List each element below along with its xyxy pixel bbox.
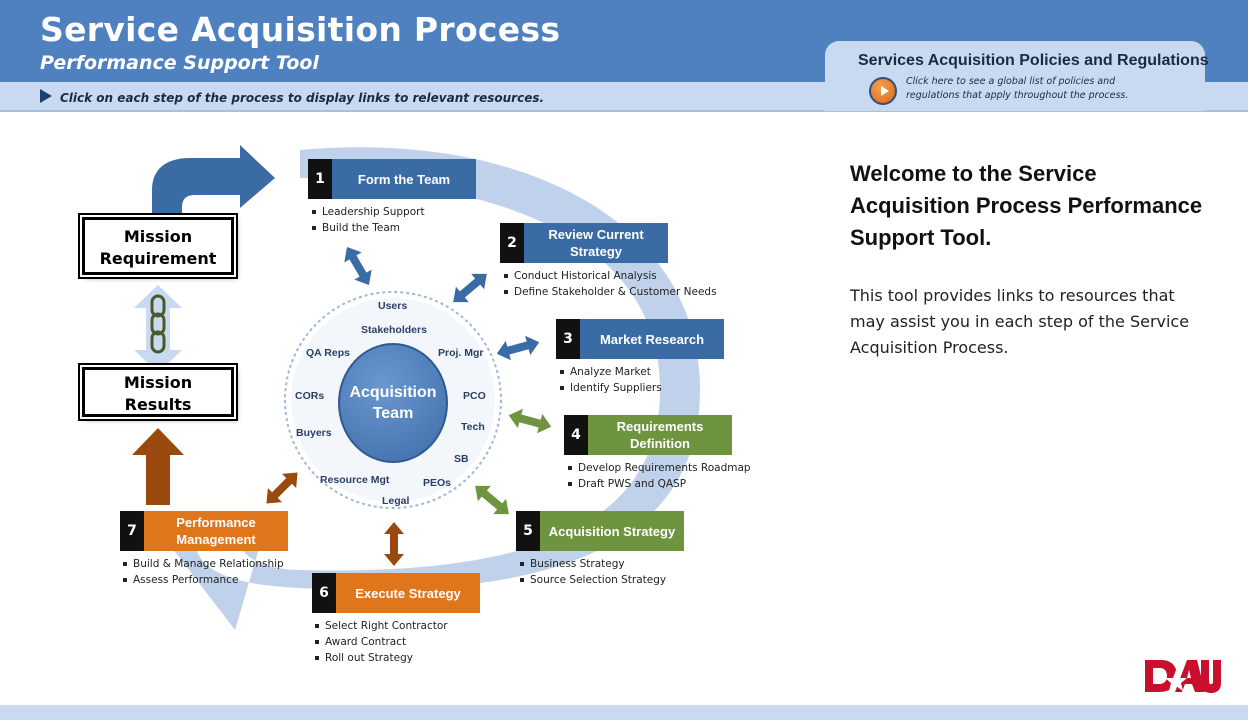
bullet-item: Define Stakeholder & Customer Needs bbox=[502, 284, 717, 300]
play-arrow-icon bbox=[40, 89, 52, 103]
step-label: Performance Management bbox=[144, 511, 288, 551]
dau-logo bbox=[1145, 660, 1221, 693]
team-member-label: PEOs bbox=[423, 477, 452, 489]
mission-requirement-line1: Mission bbox=[123, 227, 193, 246]
bullet-item: Identify Suppliers bbox=[558, 380, 662, 396]
bullet-item: Business Strategy bbox=[518, 556, 666, 572]
step-number: 2 bbox=[500, 223, 524, 263]
step-3-market-research[interactable]: 3 Market Research bbox=[556, 319, 724, 359]
team-member-label: Legal bbox=[382, 495, 410, 507]
step-2-bullets: Conduct Historical Analysis Define Stake… bbox=[502, 268, 717, 300]
step-1-bullets: Leadership Support Build the Team bbox=[310, 204, 425, 236]
step-number: 1 bbox=[308, 159, 332, 199]
bullet-item: Analyze Market bbox=[558, 364, 662, 380]
policies-title[interactable]: Services Acquisition Policies and Regula… bbox=[858, 52, 1209, 69]
footer-bar bbox=[0, 705, 1248, 720]
page-title: Service Acquisition Process bbox=[40, 10, 561, 49]
step-number: 7 bbox=[120, 511, 144, 551]
step-2-review-current-strategy[interactable]: 2 Review Current Strategy bbox=[500, 223, 668, 263]
core-line1: Acquisition bbox=[349, 384, 437, 401]
team-member-label: Users bbox=[378, 300, 408, 312]
bullet-item: Select Right Contractor bbox=[313, 618, 448, 634]
bullet-item: Leadership Support bbox=[310, 204, 425, 220]
bullet-item: Assess Performance bbox=[121, 572, 284, 588]
step-7-performance-management[interactable]: 7 Performance Management bbox=[120, 511, 288, 551]
bullet-item: Draft PWS and QASP bbox=[566, 476, 751, 492]
bullet-item: Develop Requirements Roadmap bbox=[566, 460, 751, 476]
team-member-label: SB bbox=[454, 453, 469, 465]
step-6-bullets: Select Right Contractor Award Contract R… bbox=[313, 618, 448, 666]
team-member-label: PCO bbox=[463, 390, 486, 402]
mission-results-line2: Results bbox=[124, 395, 192, 414]
step-4-bullets: Develop Requirements Roadmap Draft PWS a… bbox=[566, 460, 751, 492]
step-number: 6 bbox=[312, 573, 336, 613]
acquisition-team-core: Acquisition Team bbox=[338, 343, 448, 463]
bullet-item: Award Contract bbox=[313, 634, 448, 650]
team-member-label: Buyers bbox=[296, 427, 332, 439]
bullet-item: Source Selection Strategy bbox=[518, 572, 666, 588]
step-label: Acquisition Strategy bbox=[540, 511, 684, 551]
welcome-heading: Welcome to the Service Acquisition Proce… bbox=[850, 161, 1203, 250]
core-line2: Team bbox=[372, 405, 414, 422]
mission-requirement-line2: Requirement bbox=[99, 249, 217, 268]
step-label: Execute Strategy bbox=[336, 573, 480, 613]
welcome-body: This tool provides links to resources th… bbox=[850, 286, 1190, 357]
step-label: Form the Team bbox=[332, 159, 476, 199]
team-member-label: QA Reps bbox=[306, 347, 350, 359]
step-label: Review Current Strategy bbox=[524, 223, 668, 263]
team-member-label: CORs bbox=[295, 390, 325, 402]
team-member-label: Proj. Mgr bbox=[438, 347, 484, 359]
step-3-bullets: Analyze Market Identify Suppliers bbox=[558, 364, 662, 396]
step-label: Requirements Definition bbox=[588, 415, 732, 455]
step-number: 3 bbox=[556, 319, 580, 359]
step-5-acquisition-strategy[interactable]: 5 Acquisition Strategy bbox=[516, 511, 684, 551]
step-1-form-the-team[interactable]: 1 Form the Team bbox=[308, 159, 476, 199]
step-4-requirements-definition[interactable]: 4 Requirements Definition bbox=[564, 415, 732, 455]
bullet-item: Build & Manage Relationship bbox=[121, 556, 284, 572]
bullet-item: Conduct Historical Analysis bbox=[502, 268, 717, 284]
mission-results-line1: Mission bbox=[123, 373, 193, 392]
step-5-bullets: Business Strategy Source Selection Strat… bbox=[518, 556, 666, 588]
bullet-item: Build the Team bbox=[310, 220, 425, 236]
bullet-item: Roll out Strategy bbox=[313, 650, 448, 666]
mission-requirement-box[interactable]: Mission Requirement bbox=[80, 215, 236, 277]
step-label: Market Research bbox=[580, 319, 724, 359]
step-number: 4 bbox=[564, 415, 588, 455]
instruction-text: Click on each step of the process to dis… bbox=[60, 91, 545, 105]
step-number: 5 bbox=[516, 511, 540, 551]
team-member-label: Resource Mgt bbox=[320, 474, 390, 486]
mission-results-box[interactable]: Mission Results bbox=[80, 365, 236, 419]
team-member-label: Stakeholders bbox=[361, 324, 427, 336]
page-subtitle: Performance Support Tool bbox=[40, 52, 319, 74]
step-7-bullets: Build & Manage Relationship Assess Perfo… bbox=[121, 556, 284, 588]
policies-play-button[interactable] bbox=[869, 77, 897, 105]
team-member-label: Tech bbox=[461, 421, 485, 433]
step-6-execute-strategy[interactable]: 6 Execute Strategy bbox=[312, 573, 480, 613]
policies-description[interactable]: Click here to see a global list of polic… bbox=[906, 76, 1129, 101]
